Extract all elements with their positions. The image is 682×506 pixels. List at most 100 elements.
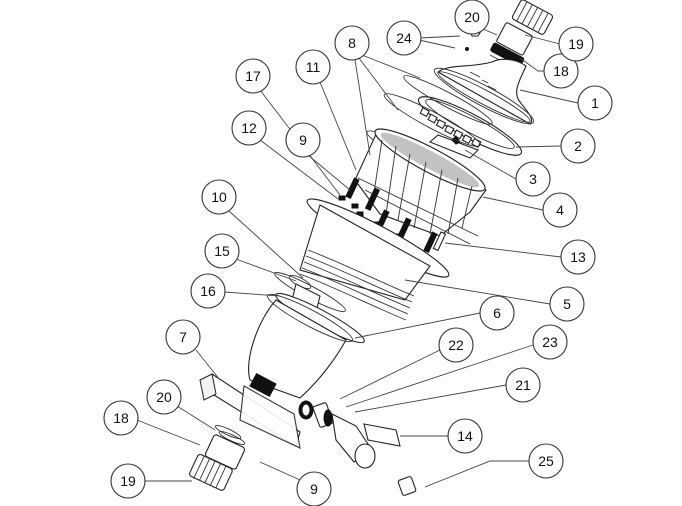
callout-circle bbox=[334, 25, 370, 61]
callout-circle bbox=[110, 463, 146, 499]
callout-number: 13 bbox=[570, 249, 586, 265]
callout-20: 20 bbox=[454, 0, 490, 35]
leader-line-20 bbox=[176, 405, 216, 431]
callout-number: 10 bbox=[211, 189, 227, 205]
callout-10: 10 bbox=[201, 179, 237, 215]
callout-7: 7 bbox=[165, 319, 201, 355]
leader-line-24 bbox=[418, 39, 456, 49]
callout-2: 2 bbox=[560, 128, 596, 164]
callout-circle bbox=[231, 110, 267, 146]
part-18-top-tail-piece bbox=[496, 22, 533, 56]
leader-line-7 bbox=[195, 349, 221, 381]
callout-circle bbox=[543, 53, 579, 89]
leader-line-23 bbox=[345, 344, 534, 408]
leader-line-8 bbox=[354, 59, 371, 156]
leader-line-25 bbox=[424, 460, 529, 488]
callout-number: 22 bbox=[448, 337, 464, 353]
part-19-top-union-nut bbox=[511, 0, 554, 35]
callout-15: 15 bbox=[204, 233, 240, 269]
leader-line-8 bbox=[358, 57, 399, 111]
callout-20: 20 bbox=[146, 379, 182, 415]
leader-line-13 bbox=[444, 242, 562, 258]
callout-number: 23 bbox=[542, 334, 558, 350]
leader-line-16 bbox=[223, 291, 281, 297]
callout-circle bbox=[204, 233, 240, 269]
callout-number: 5 bbox=[563, 296, 571, 312]
callout-circle bbox=[285, 122, 321, 158]
part-19-bottom-union-nut bbox=[189, 453, 233, 491]
callout-circle bbox=[296, 471, 332, 506]
callout-1: 1 bbox=[577, 85, 613, 121]
leader-line-15 bbox=[235, 258, 297, 282]
callout-circle bbox=[549, 286, 585, 322]
callout-number: 24 bbox=[396, 30, 412, 46]
leader-line-4 bbox=[482, 196, 544, 211]
callout-number: 9 bbox=[299, 132, 307, 148]
part-22-coupling-nut bbox=[298, 400, 314, 420]
callout-number: 19 bbox=[568, 36, 584, 52]
callout-14: 14 bbox=[447, 418, 483, 454]
callout-number: 20 bbox=[156, 389, 172, 405]
part-4-lateral-basket bbox=[354, 128, 487, 245]
callout-number: 15 bbox=[214, 243, 230, 259]
callout-number: 20 bbox=[464, 9, 480, 25]
callout-19: 19 bbox=[110, 463, 146, 499]
leader-line-6 bbox=[354, 312, 481, 339]
callout-19: 19 bbox=[558, 26, 594, 62]
callout-circle bbox=[438, 327, 474, 363]
callout-number: 2 bbox=[574, 138, 582, 154]
callout-8: 8 bbox=[334, 25, 370, 61]
part-20-bottom-o-rings bbox=[214, 425, 246, 445]
callout-circle bbox=[560, 239, 596, 275]
leader-line-10 bbox=[228, 210, 304, 279]
callout-circle bbox=[103, 400, 139, 436]
leader-line-18 bbox=[136, 419, 201, 446]
callout-number: 11 bbox=[306, 59, 321, 75]
callout-21: 21 bbox=[505, 367, 541, 403]
callout-circle bbox=[201, 179, 237, 215]
callout-number: 4 bbox=[556, 202, 564, 218]
parts-drawing bbox=[189, 0, 554, 496]
callout-circle bbox=[386, 20, 422, 56]
callout-25: 25 bbox=[528, 443, 564, 479]
callout-circle bbox=[295, 49, 331, 85]
leader-line-24 bbox=[418, 35, 461, 39]
callout-6: 6 bbox=[479, 295, 515, 331]
leader-line-9 bbox=[307, 154, 351, 191]
callout-circle bbox=[146, 379, 182, 415]
callout-3: 3 bbox=[515, 161, 551, 197]
callout-17: 17 bbox=[235, 58, 271, 94]
callout-number: 14 bbox=[457, 428, 473, 444]
callout-circle bbox=[447, 418, 483, 454]
callout-11: 11 bbox=[295, 49, 331, 85]
callout-circle bbox=[190, 273, 226, 309]
callout-12: 12 bbox=[231, 110, 267, 146]
callout-number: 7 bbox=[179, 329, 187, 345]
callout-23: 23 bbox=[532, 324, 568, 360]
callout-4: 4 bbox=[542, 192, 578, 228]
part-14-valve-handle bbox=[363, 423, 401, 447]
callout-circle bbox=[165, 319, 201, 355]
leader-line-8 bbox=[361, 54, 421, 79]
part-25-cap bbox=[397, 476, 417, 496]
leader-line-22 bbox=[339, 349, 441, 400]
callout-number: 12 bbox=[241, 120, 257, 136]
callout-number: 17 bbox=[245, 68, 261, 84]
leader-line-11 bbox=[319, 81, 357, 171]
leader-line-18 bbox=[519, 57, 544, 72]
callout-5: 5 bbox=[549, 286, 585, 322]
callout-circle bbox=[515, 161, 551, 197]
callout-number: 1 bbox=[591, 95, 599, 111]
callout-number: 19 bbox=[120, 473, 136, 489]
callout-circle bbox=[505, 367, 541, 403]
callout-9: 9 bbox=[285, 122, 321, 158]
callout-circle bbox=[479, 295, 515, 331]
callout-number: 21 bbox=[515, 377, 531, 393]
leader-line-5 bbox=[404, 279, 551, 305]
leader-line-21 bbox=[354, 384, 507, 413]
callout-circle bbox=[558, 26, 594, 62]
callout-circle bbox=[532, 324, 568, 360]
callout-number: 9 bbox=[310, 481, 318, 497]
part-7-base bbox=[199, 372, 301, 449]
